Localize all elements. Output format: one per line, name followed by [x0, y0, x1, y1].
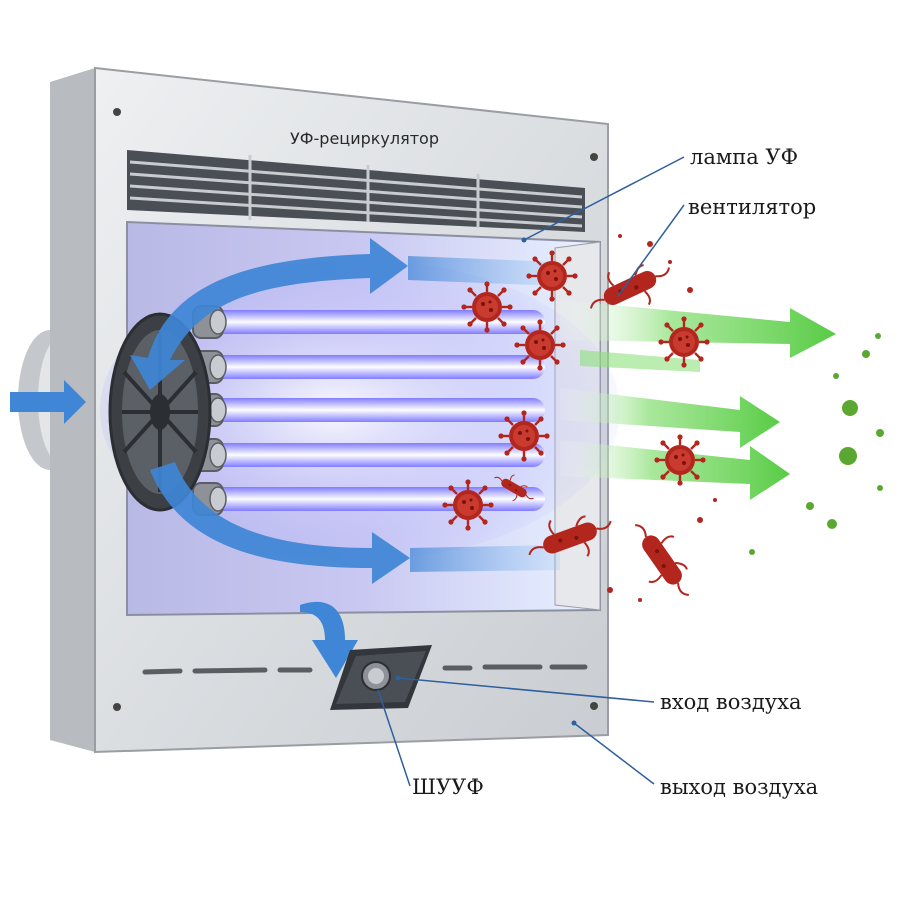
virus-icon — [441, 234, 717, 611]
intake-airflow-arrows — [10, 238, 560, 678]
callout-uv-lamp: лампа УФ — [690, 145, 798, 169]
device-title: УФ-рециркулятор — [290, 129, 439, 148]
callout-air-outlet: выход воздуха — [660, 775, 818, 799]
callout-fan: вентилятор — [688, 195, 816, 219]
callout-air-inlet: вход воздуха — [660, 690, 801, 714]
bottom-vent-slots — [142, 664, 588, 675]
callout-leader-lines — [377, 156, 685, 787]
callout-control: ШУУФ — [412, 775, 484, 799]
power-button-icon[interactable] — [361, 661, 391, 691]
top-vent-grille — [127, 150, 585, 232]
